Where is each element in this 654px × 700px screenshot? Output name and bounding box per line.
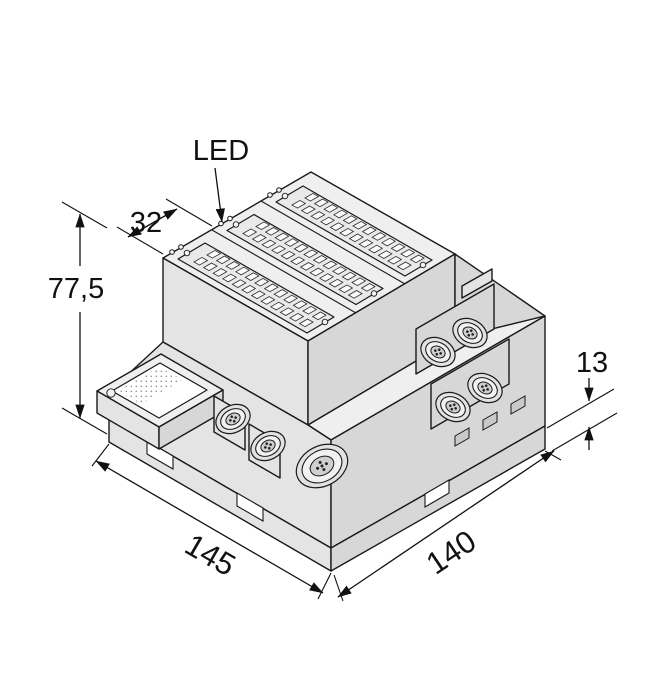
dimension-line (127, 208, 178, 238)
dimension-13: 13 (546, 347, 618, 452)
bus-end-cap (461, 268, 493, 299)
dimension-line (95, 460, 324, 594)
dimension-line (337, 450, 555, 598)
module-stack (162, 171, 546, 426)
dim-label-32: 32 (130, 207, 162, 239)
dim-label-77-5: 77,5 (48, 273, 104, 305)
side-connectors (415, 283, 526, 447)
led-leader-line (214, 167, 225, 223)
label-texture (117, 367, 183, 404)
dimension-77-5: 77,5 (48, 201, 108, 435)
callout-led: LED (193, 135, 249, 223)
module-divider (211, 229, 357, 314)
led-label: LED (193, 135, 249, 167)
label-screw-icon (106, 388, 116, 398)
label-holder (96, 353, 224, 450)
base-station (96, 283, 546, 572)
dim-label-13: 13 (576, 347, 608, 379)
dim-label-145: 145 (179, 527, 241, 583)
dim-label-140: 140 (420, 523, 482, 581)
dimension-32: 32 (116, 198, 213, 255)
module-divider (260, 200, 406, 285)
